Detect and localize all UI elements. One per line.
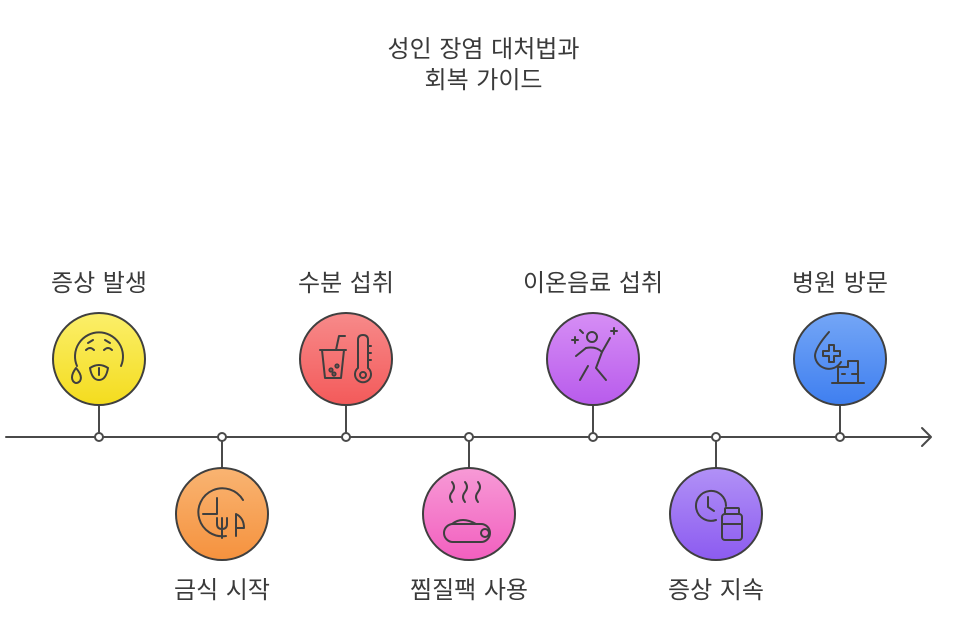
- timeline-dot: [464, 432, 474, 442]
- step-6-node: [669, 467, 763, 561]
- timeline-dot: [341, 432, 351, 442]
- drink-thermometer-icon: [319, 334, 372, 384]
- heat-pack-icon: [443, 481, 491, 543]
- step-7-node: [793, 312, 887, 406]
- step-7-label: 병원 방문: [792, 269, 888, 297]
- step-3-label: 수분 섭취: [298, 269, 394, 297]
- timeline-dot: [835, 432, 845, 442]
- step-2-node: [175, 467, 269, 561]
- connectors: [98, 406, 841, 468]
- step-5-label: 이온음료 섭취: [522, 269, 664, 297]
- step-6-label: 증상 지속: [668, 576, 764, 604]
- diagram-title: 성인 장염 대처법과 회복 가이드: [0, 34, 967, 96]
- energetic-person-icon: [571, 327, 618, 381]
- timeline-dot: [588, 432, 598, 442]
- title-line-2: 회복 가이드: [424, 66, 543, 94]
- timeline-dot: [94, 432, 104, 442]
- timeline-dots: [94, 432, 845, 442]
- timeline-dot: [711, 432, 721, 442]
- arrow-head-icon: [921, 427, 932, 447]
- step-1-node: [52, 312, 146, 406]
- hospital-icon: [814, 331, 865, 384]
- fasting-plate-icon: [197, 487, 245, 539]
- clock-medicine-icon: [695, 489, 743, 541]
- step-1-label: 증상 발생: [51, 269, 147, 297]
- step-3-node: [299, 312, 393, 406]
- sick-face-icon: [71, 331, 124, 384]
- step-2-label: 금식 시작: [174, 576, 270, 604]
- step-4-node: [422, 467, 516, 561]
- step-4-label: 찜질팩 사용: [409, 576, 529, 604]
- title-line-1: 성인 장염 대처법과: [387, 35, 580, 63]
- timeline-dot: [217, 432, 227, 442]
- step-5-node: [546, 312, 640, 406]
